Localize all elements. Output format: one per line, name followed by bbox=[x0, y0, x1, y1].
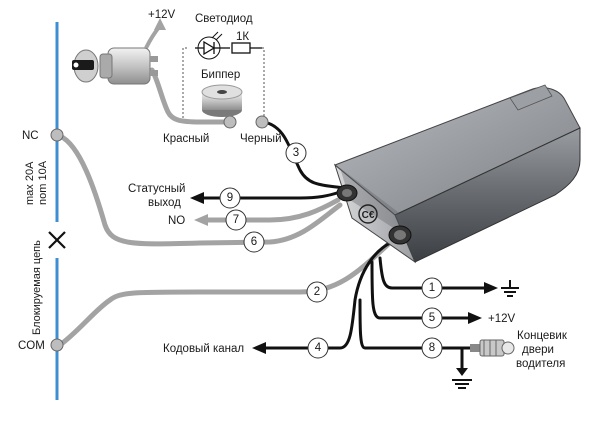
nom-current-label: nom 10A bbox=[37, 160, 49, 205]
plus12-top-label: +12V bbox=[148, 9, 176, 21]
beeper-label: Биппер bbox=[201, 69, 240, 81]
ground-symbol-icon bbox=[501, 280, 519, 297]
ground-arrow-icon bbox=[484, 282, 498, 294]
no-label: NO bbox=[168, 215, 185, 227]
wire-9-status bbox=[198, 190, 342, 200]
wire-5-plus12 bbox=[370, 260, 470, 320]
terminals bbox=[50, 115, 269, 352]
ignition-switch-icon bbox=[72, 47, 158, 85]
resistor-icon bbox=[231, 42, 262, 54]
wire-7-no bbox=[202, 197, 341, 223]
immobilizer-module: C€ bbox=[333, 84, 581, 264]
svg-text:4: 4 bbox=[315, 342, 322, 354]
black-terminal bbox=[255, 115, 269, 129]
wire-marker-1: 1 bbox=[421, 277, 443, 299]
svg-text:2: 2 bbox=[314, 286, 320, 298]
com-label: COM bbox=[18, 340, 45, 352]
resistor-label: 1К bbox=[236, 31, 249, 43]
svg-text:6: 6 bbox=[251, 236, 257, 248]
svg-text:C€: C€ bbox=[362, 210, 375, 221]
wire-marker-6: 6 bbox=[243, 231, 265, 253]
door-switch-icon bbox=[470, 339, 515, 357]
wire-marker-7: 7 bbox=[225, 209, 247, 231]
svg-text:1: 1 bbox=[429, 282, 435, 294]
blocked-circuit-label: Блокируемая цепь bbox=[31, 240, 43, 335]
svg-text:9: 9 bbox=[227, 192, 233, 204]
wire-8-door bbox=[358, 298, 472, 350]
wire-marker-9: 9 bbox=[219, 187, 241, 209]
ignition-to-red-wire bbox=[149, 67, 228, 125]
status-arrow-icon bbox=[190, 192, 204, 204]
led-icon bbox=[195, 31, 230, 60]
led-label: Светодиод bbox=[195, 13, 253, 25]
svg-text:8: 8 bbox=[429, 342, 435, 354]
beeper-icon bbox=[201, 84, 243, 117]
led-beeper-frame bbox=[182, 47, 265, 118]
door-switch-label-3: водителя bbox=[516, 358, 565, 370]
red-label: Красный bbox=[163, 133, 209, 145]
wire-6-nc bbox=[57, 133, 343, 247]
ignition-plus12-wire bbox=[144, 18, 166, 49]
wire-marker-2: 2 bbox=[306, 281, 328, 303]
nc-label: NC bbox=[22, 130, 39, 142]
svg-text:7: 7 bbox=[233, 214, 239, 226]
code-arrow-icon bbox=[252, 342, 266, 354]
door-ground-symbol-icon bbox=[452, 368, 472, 389]
no-arrow-icon bbox=[194, 214, 208, 226]
door-switch-label-1: Концевик bbox=[517, 330, 568, 342]
status-output-label-1: Статусный bbox=[128, 183, 185, 195]
wire-4-code bbox=[260, 240, 394, 350]
wire-marker-8: 8 bbox=[421, 337, 443, 359]
black-wires bbox=[198, 120, 492, 372]
wire-number-markers: 3 9 7 6 2 4 1 5 8 bbox=[219, 142, 443, 359]
svg-text:3: 3 bbox=[293, 147, 299, 159]
wire-1-ground bbox=[378, 256, 492, 290]
plus12-arrow-icon bbox=[468, 312, 482, 324]
black-arrows bbox=[190, 192, 498, 354]
wire-3-black bbox=[261, 120, 347, 190]
wire-marker-4: 4 bbox=[307, 337, 329, 359]
max-current-label: max 20A bbox=[24, 161, 36, 205]
wire-marker-3: 3 bbox=[285, 142, 307, 164]
com-terminal bbox=[50, 338, 64, 352]
break-mark-icon bbox=[48, 231, 66, 249]
black-label: Черный bbox=[240, 133, 282, 145]
svg-text:5: 5 bbox=[429, 312, 435, 324]
plus12-right-label: +12V bbox=[488, 313, 516, 325]
nc-terminal bbox=[50, 128, 64, 142]
wire-marker-5: 5 bbox=[421, 307, 443, 329]
gray-wires bbox=[57, 67, 398, 348]
red-terminal bbox=[223, 115, 237, 129]
door-switch-label-2: двери bbox=[522, 344, 554, 356]
status-output-label-2: выход bbox=[148, 197, 181, 209]
code-channel-label: Кодовый канал bbox=[163, 343, 244, 355]
wire-2-com bbox=[57, 235, 398, 348]
